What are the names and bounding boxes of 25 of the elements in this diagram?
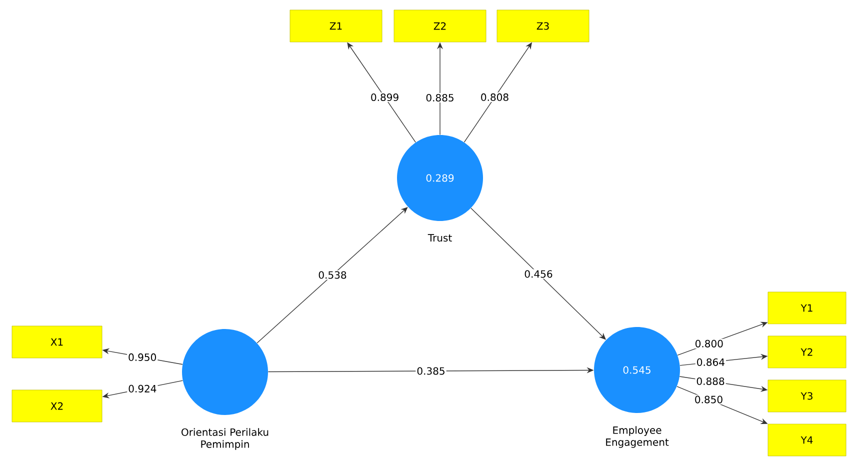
path-coefficient: 0.385 xyxy=(416,366,446,376)
indicator-box: X1 xyxy=(12,326,102,358)
indicator-box: Z1 xyxy=(290,10,382,42)
path-coefficient: 0.899 xyxy=(369,92,400,102)
indicator-box: X2 xyxy=(12,390,102,422)
indicator-box: Y3 xyxy=(768,380,846,412)
path-coefficient: 0.950 xyxy=(127,352,158,362)
path-coefficient: 0.808 xyxy=(479,92,510,102)
path-coefficient: 0.885 xyxy=(424,92,456,103)
variable-name: Orientasi Perilaku Pemimpin xyxy=(182,428,268,450)
path-coefficient: 0.456 xyxy=(523,269,554,279)
indicator-box: Z2 xyxy=(394,10,486,42)
path-coefficient: 0.538 xyxy=(317,270,348,280)
path-coefficient: 0.924 xyxy=(127,384,158,394)
path-coefficient: 0.864 xyxy=(695,357,726,367)
indicator-box: Y1 xyxy=(768,292,846,324)
latent-variable-circle xyxy=(182,328,268,415)
indicator-box: Y2 xyxy=(768,336,846,368)
indicator-box: Z3 xyxy=(496,10,590,42)
path-coefficient: 0.850 xyxy=(693,394,724,404)
indicator-box: Y4 xyxy=(768,424,846,456)
variable-name: Employee Engagement xyxy=(606,426,669,448)
path-coefficient: 0.888 xyxy=(695,376,726,386)
variable-name: Trust xyxy=(428,234,452,242)
path-coefficient: 0.800 xyxy=(694,338,724,348)
